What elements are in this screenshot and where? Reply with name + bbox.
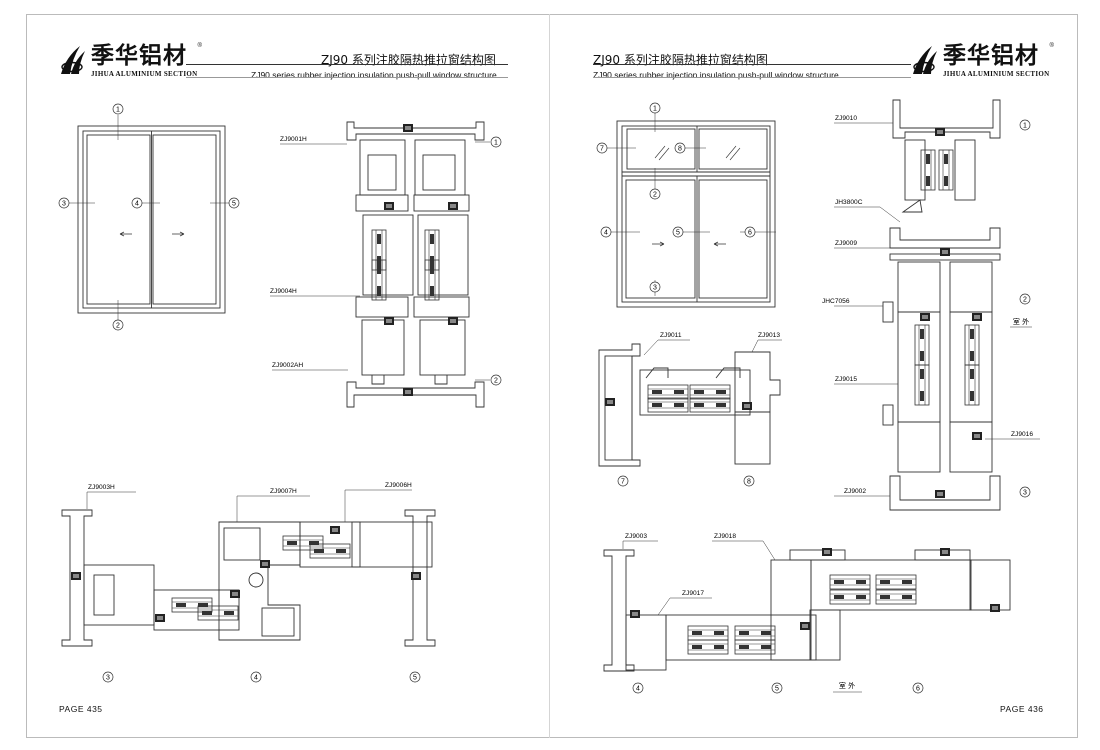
left-horizontal-section [61, 509, 436, 647]
registered-mark: ® [1049, 43, 1054, 49]
outdoor-label: 室 外 [1013, 317, 1029, 326]
callout-6: 6 [916, 686, 920, 693]
left-logo: 季华铝材 JIHUA ALUMINIUM SECTION ® [58, 43, 202, 78]
right-title: ZJ90 系列注胶隔热推拉窗结构图 ZJ90 series rubber inj… [593, 51, 839, 80]
registered-mark: ® [197, 43, 202, 49]
callout-4: 4 [636, 686, 640, 693]
callout-8: 8 [747, 479, 751, 486]
part-label-zj9002ah: ZJ9002AH [272, 362, 303, 369]
left-elev-circles [58, 103, 240, 331]
part-label-zj9009: ZJ9009 [835, 240, 857, 247]
title-cn: ZJ90 系列注胶隔热推拉窗结构图 [321, 53, 496, 67]
part-label-zj9003: ZJ9003 [625, 533, 647, 540]
part-label-jhc7056: JHC7056 [822, 298, 850, 305]
part-label-zj9018: ZJ9018 [714, 533, 736, 540]
page-gutter [549, 14, 550, 738]
callout-2: 2 [494, 378, 498, 385]
callout-5: 5 [413, 675, 417, 682]
part-label-zj9015: ZJ9015 [835, 376, 857, 383]
logo-text-en: JIHUA ALUMINIUM SECTION [943, 70, 1050, 78]
part-label-zj9016: ZJ9016 [1011, 431, 1033, 438]
callout-8: 8 [678, 146, 682, 153]
callout-5: 5 [775, 686, 779, 693]
callout-5: 5 [232, 201, 236, 208]
title-cn: ZJ90 系列注胶隔热推拉窗结构图 [593, 53, 768, 67]
title-en: ZJ90 series rubber injection insulation … [593, 70, 839, 80]
callout-2: 2 [116, 323, 120, 330]
title-en: ZJ90 series rubber injection insulation … [251, 70, 497, 80]
right-header-rule [593, 64, 911, 65]
callout-4: 4 [604, 230, 608, 237]
callout-7: 7 [621, 479, 625, 486]
logo-text-cn: 季华铝材 [91, 43, 187, 69]
outdoor-label: 室 外 [839, 681, 855, 690]
part-label-zj9001h: ZJ9001H [280, 136, 307, 143]
callout-7: 7 [600, 146, 604, 153]
right-header-rule-2 [593, 77, 911, 78]
callout-2: 2 [1023, 297, 1027, 304]
callout-1: 1 [494, 140, 498, 147]
left-header-rule [186, 64, 508, 65]
callout-1: 1 [1023, 123, 1027, 130]
part-label-zj9004h: ZJ9004H [270, 288, 297, 295]
part-label-zj9017: ZJ9017 [682, 590, 704, 597]
part-label-zj9003h: ZJ9003H [88, 484, 115, 491]
left-vertical-section [346, 121, 485, 408]
right-transom-section [598, 343, 781, 467]
right-elevation [607, 113, 776, 308]
part-label-zj9002: ZJ9002 [844, 488, 866, 495]
logo-text-en: JIHUA ALUMINIUM SECTION [91, 70, 198, 78]
part-label-zj9007h: ZJ9007H [270, 488, 297, 495]
callout-4: 4 [135, 201, 139, 208]
callout-1: 1 [116, 107, 120, 114]
jihua-logo-icon [913, 46, 937, 74]
jihua-logo-icon [61, 46, 85, 74]
callout-5: 5 [676, 230, 680, 237]
callout-4: 4 [254, 675, 258, 682]
callout-3: 3 [1023, 490, 1027, 497]
logo-text-cn: 季华铝材 [943, 43, 1039, 69]
left-elevation [69, 115, 229, 320]
right-vertical-section [882, 99, 1001, 511]
page-frame [26, 14, 1078, 738]
page-number-left: PAGE 435 [59, 704, 103, 714]
right-horizontal-section [603, 549, 1011, 672]
page-number-right: PAGE 436 [1000, 704, 1044, 714]
part-label-zj9011: ZJ9011 [660, 332, 682, 339]
right-logo: 季华铝材 JIHUA ALUMINIUM SECTION ® [910, 43, 1054, 78]
callout-3: 3 [62, 201, 66, 208]
callout-2: 2 [653, 192, 657, 199]
left-header-rule-2 [186, 77, 508, 78]
part-label-zj9010: ZJ9010 [835, 115, 857, 122]
part-label-zj9006h: ZJ9006H [385, 482, 412, 489]
callout-3: 3 [653, 285, 657, 292]
callout-3: 3 [106, 675, 110, 682]
callout-1: 1 [653, 106, 657, 113]
left-title: ZJ90 系列注胶隔热推拉窗结构图 ZJ90 series rubber inj… [251, 51, 497, 80]
callout-6: 6 [748, 230, 752, 237]
part-label-zj9013: ZJ9013 [758, 332, 780, 339]
part-label-jh3800c: JH3800C [835, 199, 863, 206]
